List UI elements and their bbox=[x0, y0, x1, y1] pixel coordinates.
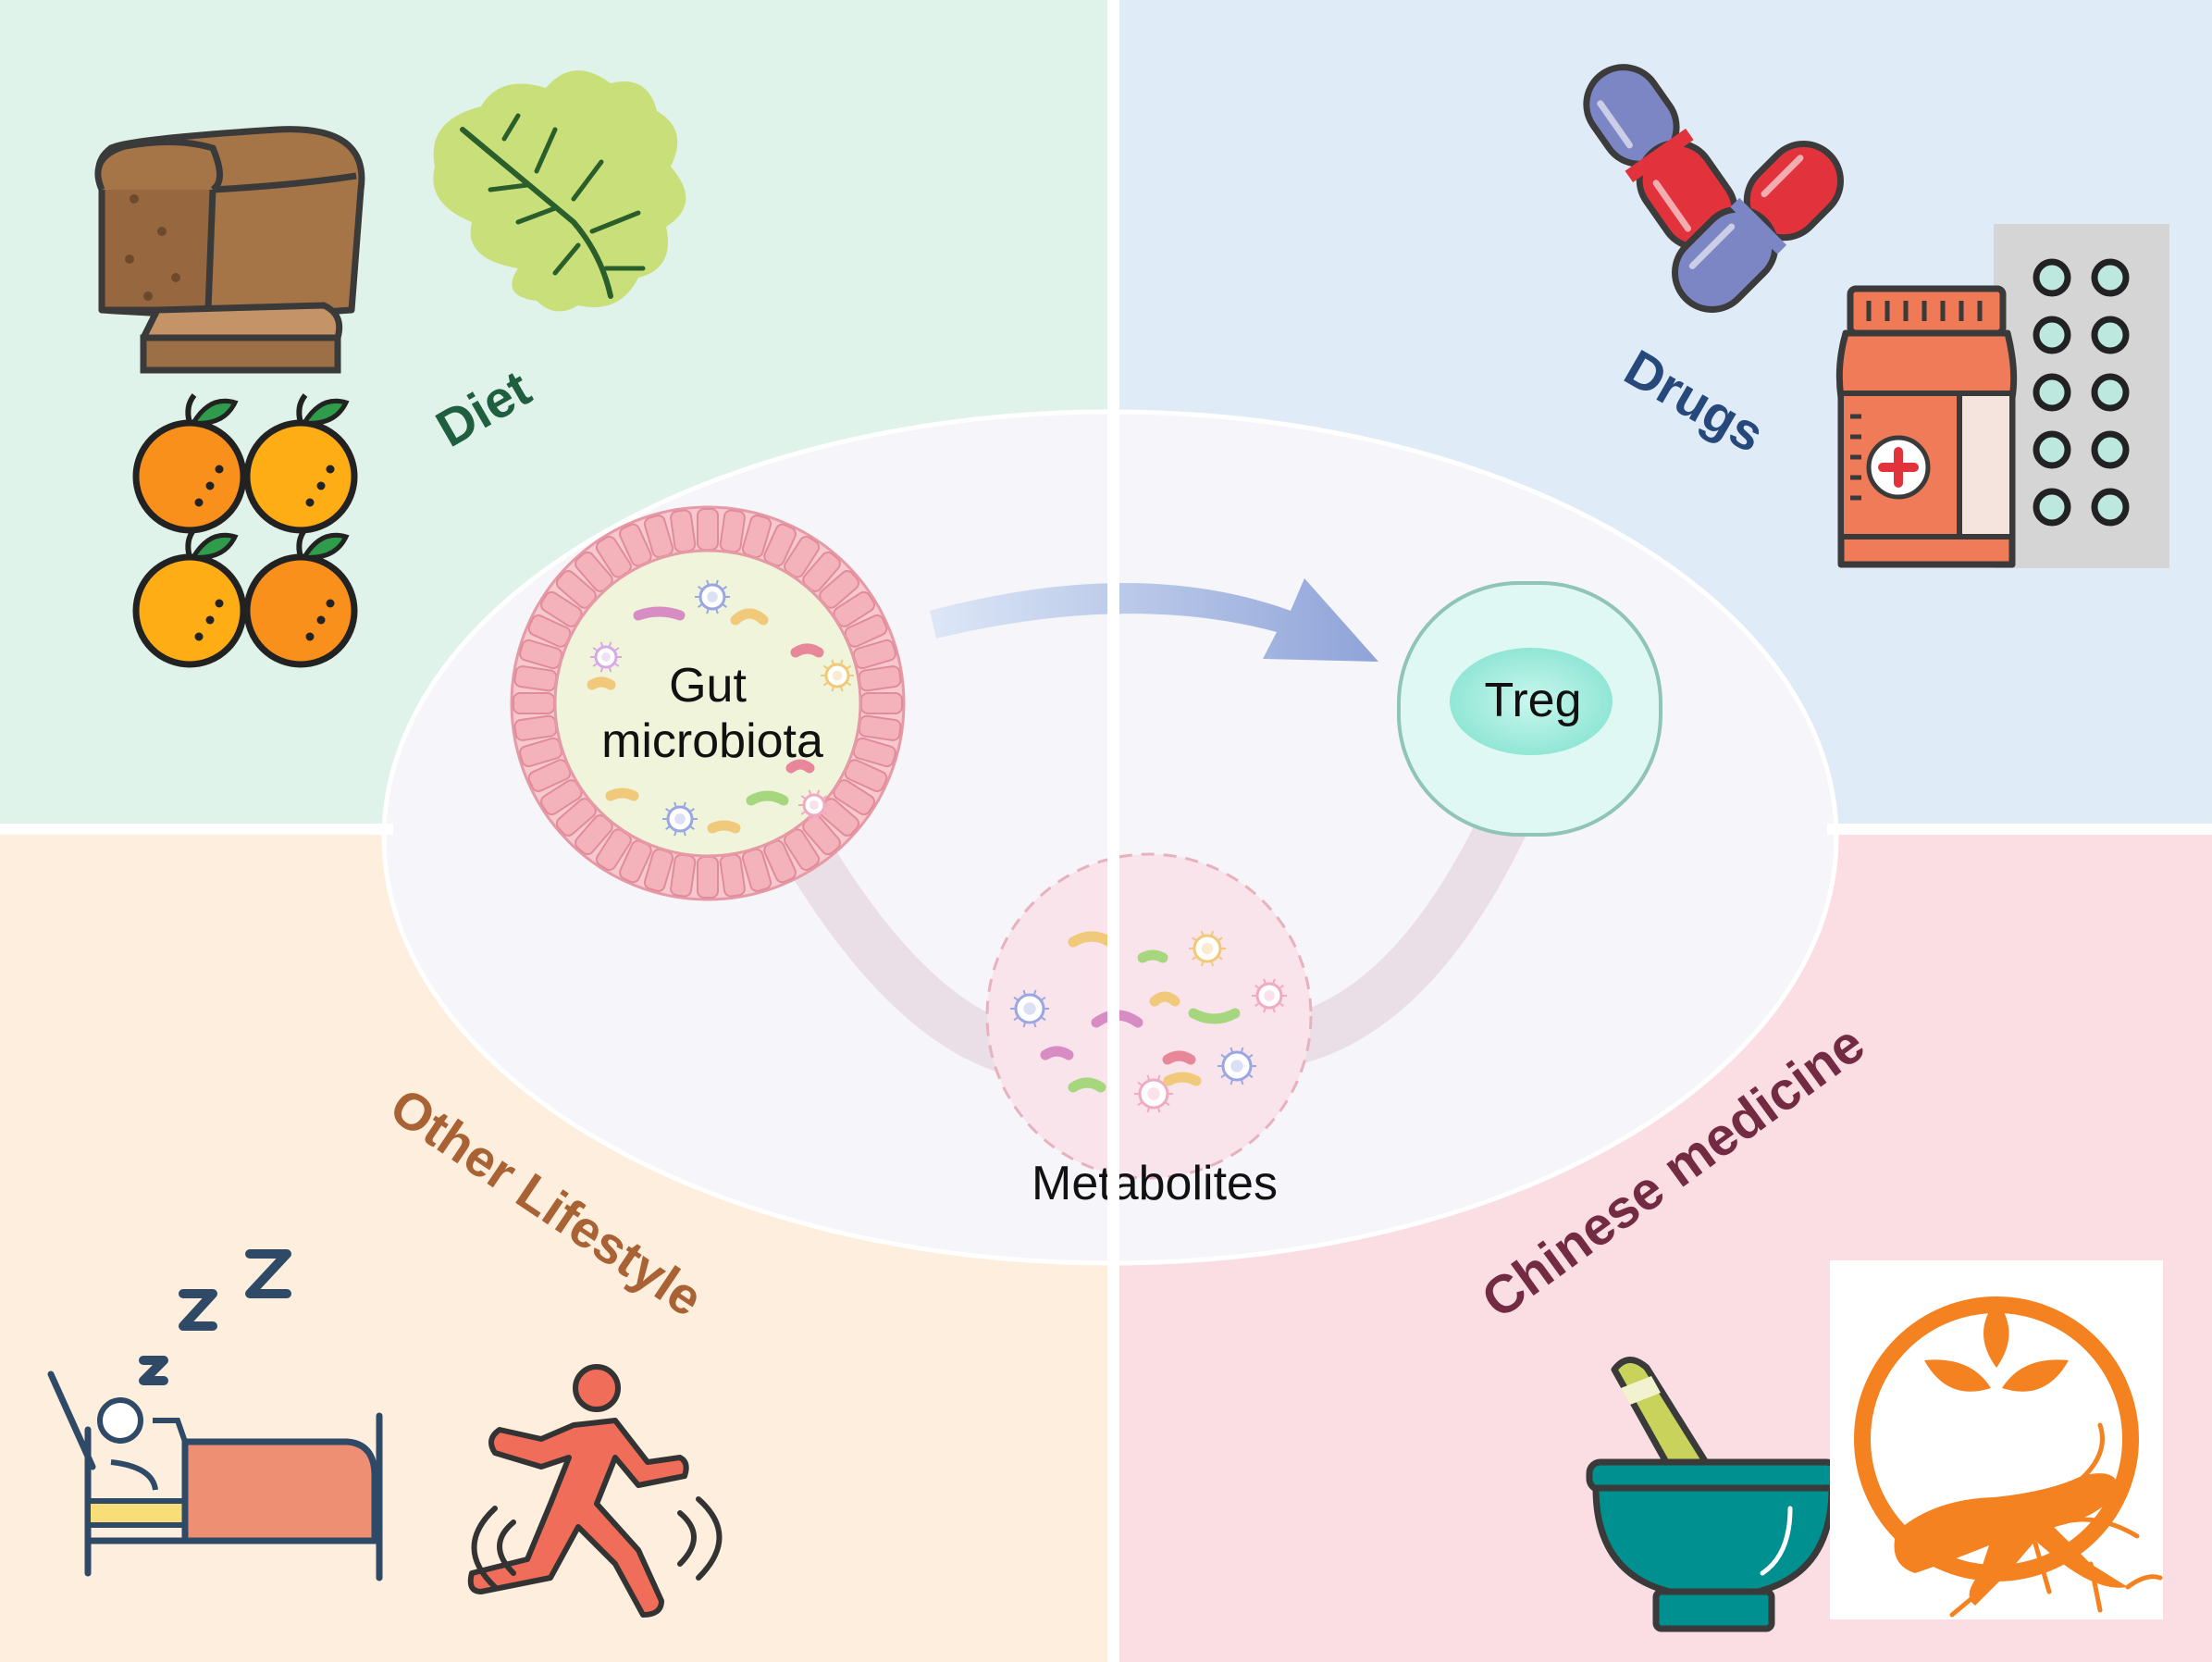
orange bbox=[132, 553, 247, 668]
bacterium bbox=[785, 759, 815, 774]
metabolites-node bbox=[985, 852, 1313, 1180]
coccus bbox=[1217, 1047, 1256, 1085]
sleep-z-icon bbox=[139, 1249, 291, 1385]
pill bbox=[2033, 373, 2071, 412]
treg-node: Treg bbox=[1397, 581, 1662, 837]
bacterium bbox=[1068, 1077, 1106, 1093]
epithelial-cell bbox=[697, 856, 719, 899]
epithelial-cell bbox=[860, 692, 903, 714]
lettuce-icon bbox=[433, 70, 686, 312]
gut-microbiota-node: Gut microbiota bbox=[510, 505, 906, 901]
orange bbox=[243, 553, 358, 668]
bacterium bbox=[587, 676, 616, 690]
bacterium bbox=[707, 820, 741, 834]
epithelial-cell bbox=[697, 508, 719, 551]
gut-microbiota-label-line2: microbiota bbox=[601, 714, 823, 768]
pill bbox=[2091, 488, 2130, 527]
bacterium bbox=[1149, 991, 1180, 1007]
gut-to-treg-arrow bbox=[930, 578, 1378, 662]
bacterium bbox=[1188, 1008, 1241, 1024]
coccus bbox=[590, 641, 622, 673]
divider-horizontal-left bbox=[0, 824, 393, 835]
bacterium bbox=[1162, 1050, 1196, 1065]
orange bbox=[132, 419, 247, 534]
pill bbox=[2033, 488, 2071, 527]
pill-blister-icon bbox=[1994, 224, 2169, 568]
bacterium bbox=[1163, 1072, 1202, 1086]
pill bbox=[2033, 258, 2071, 297]
treg-label: Treg bbox=[1485, 674, 1582, 727]
coccus bbox=[821, 659, 854, 692]
pill bbox=[2091, 258, 2130, 297]
coccus bbox=[695, 579, 730, 614]
bacterium bbox=[1040, 1046, 1074, 1060]
coccus bbox=[1010, 989, 1049, 1028]
sleeping-in-bed-icon bbox=[47, 1371, 383, 1581]
bacterium bbox=[605, 788, 639, 801]
pill bbox=[2091, 316, 2130, 354]
pill bbox=[2091, 373, 2130, 412]
coccus bbox=[1252, 978, 1287, 1013]
coccus bbox=[1189, 930, 1226, 967]
mortar-pestle-icon bbox=[1586, 1357, 1841, 1632]
bacterium bbox=[746, 790, 789, 806]
pill bbox=[2091, 430, 2130, 469]
ginseng-logo-icon bbox=[1830, 1260, 2163, 1619]
divider-horizontal-right bbox=[1827, 824, 2212, 835]
capsules-icon bbox=[1583, 64, 1844, 313]
orange bbox=[243, 419, 358, 534]
bacterium bbox=[633, 606, 686, 621]
coccus bbox=[1134, 1074, 1173, 1113]
bacterium bbox=[1137, 949, 1168, 963]
pill bbox=[2033, 316, 2071, 354]
pill bbox=[2033, 430, 2071, 469]
running-person-icon bbox=[467, 1364, 723, 1618]
bacterium bbox=[1068, 931, 1116, 948]
gut-microbiota-label-line1: Gut bbox=[669, 659, 747, 713]
medicine-bottle-icon bbox=[1835, 285, 2018, 568]
oranges-icon bbox=[132, 393, 358, 668]
divider-vertical bbox=[1107, 0, 1119, 1662]
bread-icon bbox=[94, 126, 365, 374]
bacterium bbox=[730, 608, 769, 626]
metabolites-label: Metabolites bbox=[1032, 1157, 1278, 1210]
coccus bbox=[798, 789, 830, 821]
coccus bbox=[662, 801, 698, 837]
epithelial-cell bbox=[513, 692, 555, 714]
bacterium bbox=[790, 643, 824, 658]
